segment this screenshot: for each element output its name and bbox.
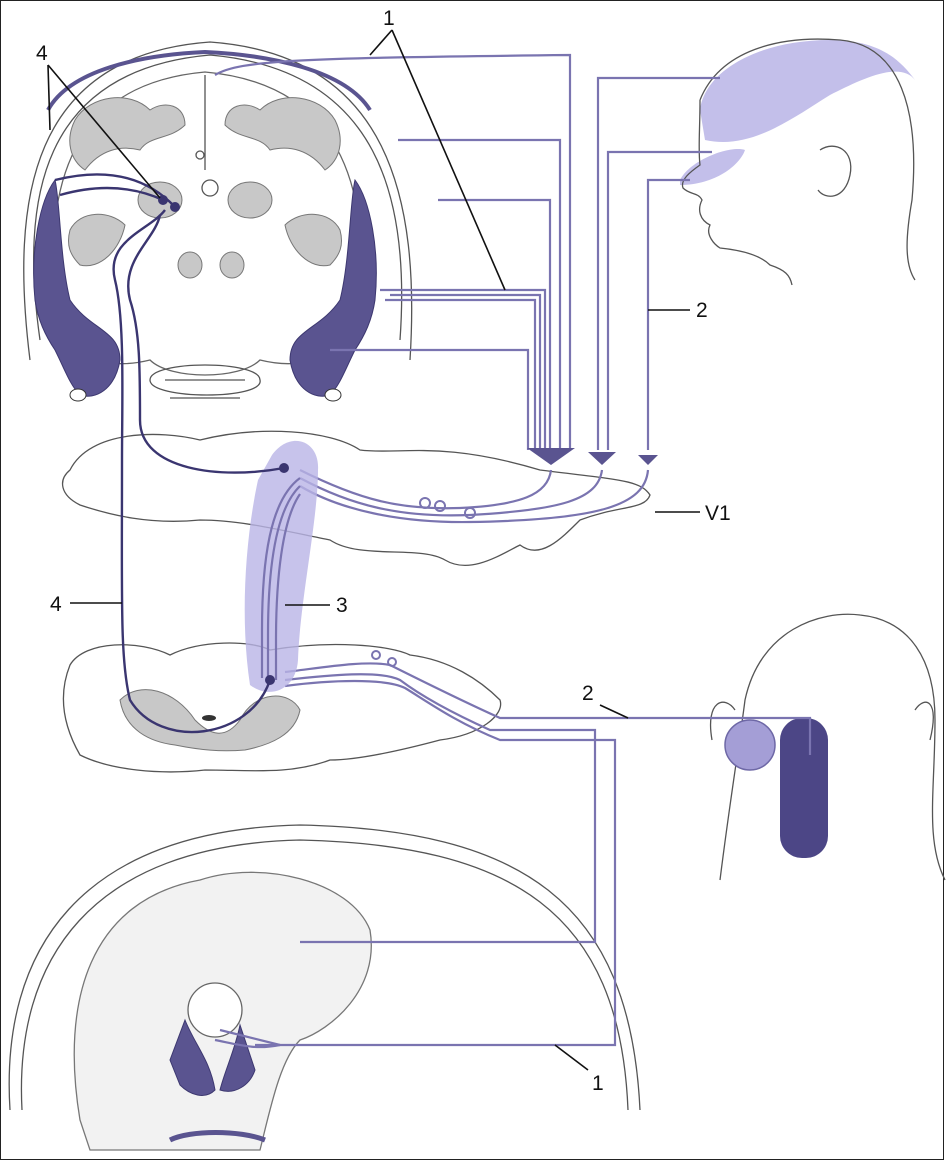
posterior-fossa-section bbox=[9, 825, 640, 1150]
label-2-right: 2 bbox=[696, 299, 708, 322]
head-profile-face bbox=[680, 39, 915, 285]
label-4-left: 4 bbox=[50, 593, 62, 616]
label-1-bottom: 1 bbox=[592, 1072, 604, 1095]
label-4-top: 4 bbox=[36, 42, 48, 65]
spinal-trigeminal-tract bbox=[245, 441, 318, 692]
label-2-lower: 2 bbox=[582, 682, 594, 705]
coronal-brain-section bbox=[24, 42, 412, 401]
label-1-top: 1 bbox=[383, 7, 395, 30]
label-v1: V1 bbox=[705, 502, 731, 525]
label-3: 3 bbox=[336, 594, 348, 617]
head-back-view bbox=[711, 614, 945, 880]
